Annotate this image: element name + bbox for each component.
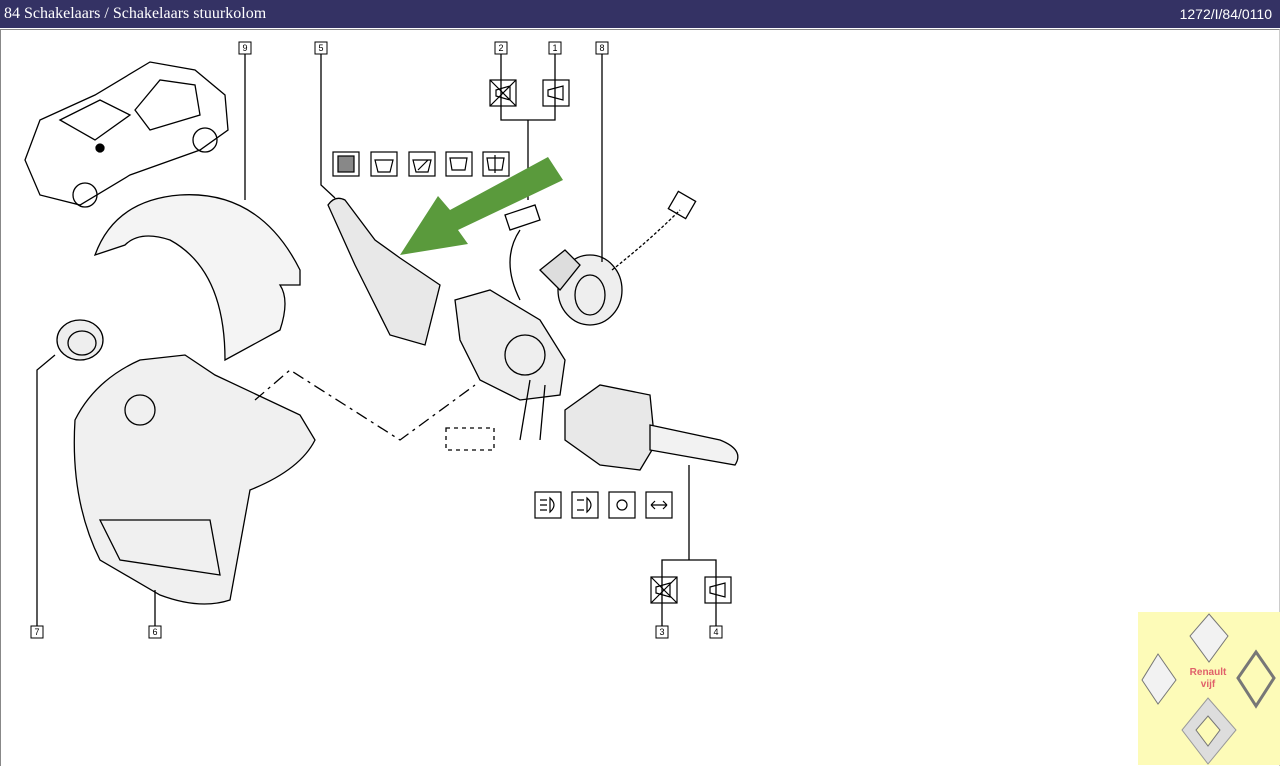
highlight-arrow [400, 157, 563, 255]
rear-washer-icon [482, 151, 510, 177]
callout-5: 5 [314, 41, 328, 55]
horn-icon [542, 79, 570, 107]
svg-text:4: 4 [713, 627, 718, 637]
car-icon [24, 61, 229, 208]
horn-crossed-icon [650, 576, 678, 604]
svg-text:8: 8 [599, 43, 604, 53]
diamond-logo-icon [1141, 613, 1276, 765]
wiper-stalk [327, 197, 441, 346]
svg-text:1: 1 [552, 43, 557, 53]
callout-1: 1 [548, 41, 562, 55]
callout-7: 7 [30, 625, 44, 639]
switch-housing [454, 289, 566, 401]
svg-text:6: 6 [152, 627, 157, 637]
svg-text:3: 3 [659, 627, 664, 637]
headlight-icon [534, 491, 562, 519]
callout-6: 6 [148, 625, 162, 639]
clockspring-part [539, 190, 697, 326]
svg-text:7: 7 [34, 627, 39, 637]
horn-crossed-icon [489, 79, 517, 107]
callout-8: 8 [595, 41, 609, 55]
page-title: 84 Schakelaars / Schakelaars stuurkolom [4, 5, 267, 22]
windscreen-wiper-icon [408, 151, 436, 177]
rear-wiper-icon [445, 151, 473, 177]
callout-3: 3 [655, 625, 669, 639]
wiper-speed-icon [332, 151, 360, 177]
callout-2: 2 [494, 41, 508, 55]
upper-shroud [93, 194, 301, 362]
svg-text:5: 5 [318, 43, 323, 53]
callout-4: 4 [709, 625, 723, 639]
logo-text-renault: Renault [1189, 667, 1227, 678]
title-bar: 84 Schakelaars / Schakelaars stuurkolom … [0, 0, 1280, 28]
document-code: 1272/I/84/0110 [1179, 6, 1272, 22]
callout-9: 9 [238, 41, 252, 55]
horn-icon [704, 576, 732, 604]
svg-text:9: 9 [242, 43, 247, 53]
windscreen-washer-icon [370, 151, 398, 177]
logo-text-vijf: vijf [1200, 679, 1216, 690]
ring-part [56, 319, 104, 361]
svg-text:2: 2 [498, 43, 503, 53]
fog-light-icon [571, 491, 599, 519]
light-stalk [564, 384, 656, 471]
lower-shroud [73, 354, 316, 605]
indicator-icon [645, 491, 673, 519]
light-icon [608, 491, 636, 519]
